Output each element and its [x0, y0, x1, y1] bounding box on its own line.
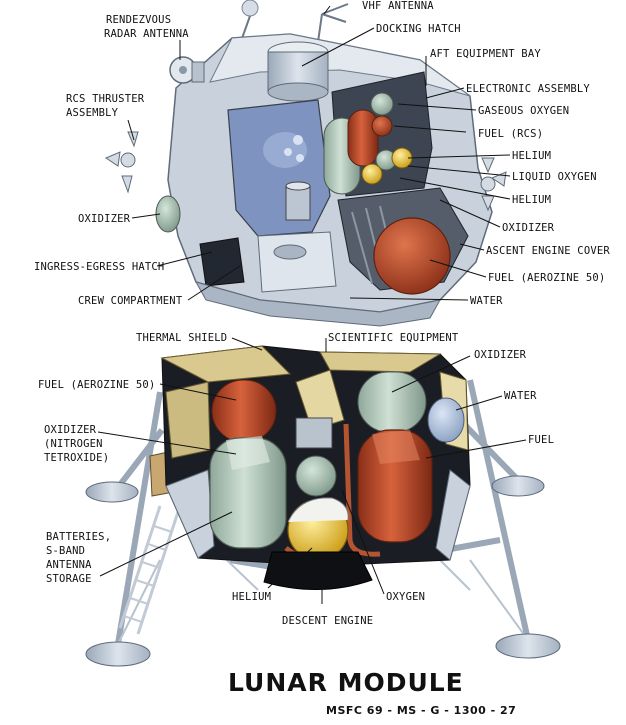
rcs-thruster-left [104, 131, 139, 194]
label-oxygen-descent: OXYGEN [386, 591, 425, 603]
labels: VHF ANTENNA RENDEZVOUS RADAR ANTENNA DOC… [34, 0, 610, 717]
label-crew-compartment: CREW COMPARTMENT [78, 295, 183, 307]
descent-stage [85, 345, 561, 667]
descent-fuel-tank-front [357, 429, 433, 543]
label-scientific-equipment: SCIENTIFIC EQUIPMENT [328, 332, 459, 344]
label-fuel-descent: FUEL [528, 434, 554, 446]
label-oxidizer-left: OXIDIZER [78, 213, 131, 225]
label-gaseous-oxygen: GASEOUS OXYGEN [478, 105, 569, 117]
document-code: MSFC 69 - MS - G - 1300 - 27 [326, 704, 516, 717]
label-electronic-assembly: ELECTRONIC ASSEMBLY [466, 83, 590, 95]
ingress-egress-hatch-panel [199, 237, 245, 287]
label-rendezvous-radar-antenna: RENDEZVOUS RADAR ANTENNA [104, 14, 189, 40]
label-docking-hatch: DOCKING HATCH [376, 23, 461, 35]
label-fuel-aerozine-ascent: FUEL (AEROZINE 50) [488, 272, 605, 284]
label-helium-descent: HELIUM [232, 591, 271, 603]
label-helium-lower: HELIUM [512, 194, 551, 206]
label-thermal-shield: THERMAL SHIELD [136, 332, 227, 344]
footpad-left-rear [85, 481, 139, 503]
label-fuel-rcs: FUEL (RCS) [478, 128, 543, 140]
label-vhf-antenna: VHF ANTENNA [362, 0, 434, 12]
ascent-fuel-sphere [373, 217, 451, 295]
oxygen-sphere [295, 455, 337, 497]
ladder [118, 505, 180, 635]
descent-oxidizer-tank-front [209, 436, 287, 549]
label-ingress-egress-hatch: INGRESS-EGRESS HATCH [34, 261, 164, 273]
descent-fuel-tank-left [211, 379, 277, 443]
label-oxidizer-nitrogen: OXIDIZER (NITROGEN TETROXIDE) [44, 424, 109, 464]
label-rcs-thruster-assembly: RCS THRUSTER ASSEMBLY [66, 93, 151, 119]
leader-lines [97, 5, 527, 604]
footpad-right-front [495, 633, 561, 659]
label-water-ascent: WATER [470, 295, 503, 307]
label-water-descent: WATER [504, 390, 537, 402]
descent-engine-nozzle [263, 551, 373, 591]
label-fuel-aerozine-descent: FUEL (AEROZINE 50) [38, 379, 155, 391]
label-helium-upper: HELIUM [512, 150, 551, 162]
vhf-antenna-icon [239, 0, 349, 45]
ascent-stage [104, 0, 507, 327]
rendezvous-radar-dish [169, 56, 205, 84]
footpad-left-front [85, 641, 151, 667]
footpad-right-rear [491, 475, 545, 497]
label-oxidizer-descent: OXIDIZER [474, 349, 527, 361]
label-ascent-engine-cover: ASCENT ENGINE COVER [486, 245, 610, 257]
label-liquid-oxygen: LIQUID OXYGEN [512, 171, 597, 183]
label-descent-engine: DESCENT ENGINE [282, 615, 373, 627]
rcs-thruster-right [480, 157, 507, 212]
label-oxidizer-right: OXIDIZER [502, 222, 555, 234]
crew-cabin-cutaway [227, 99, 331, 237]
diagram-title: LUNAR MODULE [228, 668, 464, 697]
label-aft-equipment-bay: AFT EQUIPMENT BAY [430, 48, 541, 60]
label-batteries: BATTERIES, S-BAND ANTENNA STORAGE [46, 531, 118, 585]
